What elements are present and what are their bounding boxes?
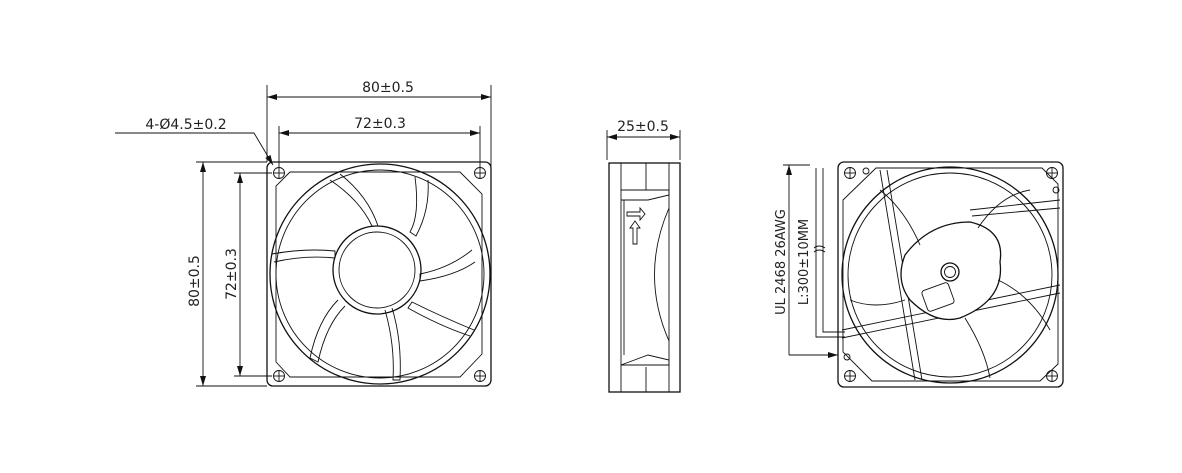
fan-shroud (269, 163, 491, 385)
side-view: 25±0.5 (606, 119, 681, 393)
overall-width-dimension: 80±0.5 (362, 80, 414, 96)
back-blades (849, 189, 1051, 379)
wire-spec-label: UL 2468 26AWG (774, 209, 789, 315)
overall-height-dimension: 80±0.5 (187, 255, 203, 307)
hole-spacing-width-dimension: 72±0.3 (354, 116, 406, 132)
mounting-holes-callout: 4-Ø4.5±0.2 (145, 117, 226, 133)
mounting-hole-icon (474, 167, 486, 179)
thickness-dimension: 25±0.5 (617, 119, 669, 135)
wire-length-label: L:300±10MM (797, 219, 812, 305)
mounting-hole-icon (844, 167, 856, 179)
mounting-hole-icon (474, 370, 486, 382)
mounting-hole-icon (273, 167, 285, 179)
mounting-hole-icon (1046, 370, 1058, 382)
airflow-direction-arrow-icon (626, 206, 646, 222)
fan-hub (332, 225, 422, 315)
hole-spacing-height-dimension: 72±0.3 (224, 248, 240, 300)
fan-blades (271, 173, 476, 381)
mounting-hole-icon (273, 370, 285, 382)
back-view: UL 2468 26AWG L:300±10MM (774, 161, 1064, 388)
wire-terminal (921, 282, 955, 312)
motor-hub-plate (900, 221, 1002, 321)
fan-frame-back (837, 161, 1064, 388)
rotation-direction-arrow-icon (629, 220, 641, 245)
mounting-hole-icon (1046, 167, 1058, 179)
lead-wires (813, 168, 845, 338)
fan-side-profile (608, 162, 681, 393)
mounting-hole-icon (844, 370, 856, 382)
hub-bearing (940, 262, 960, 282)
support-struts (841, 169, 1061, 381)
front-view: 80±0.5 72±0.3 4-Ø4.5±0.2 80±0.5 72±0.3 (115, 80, 492, 387)
